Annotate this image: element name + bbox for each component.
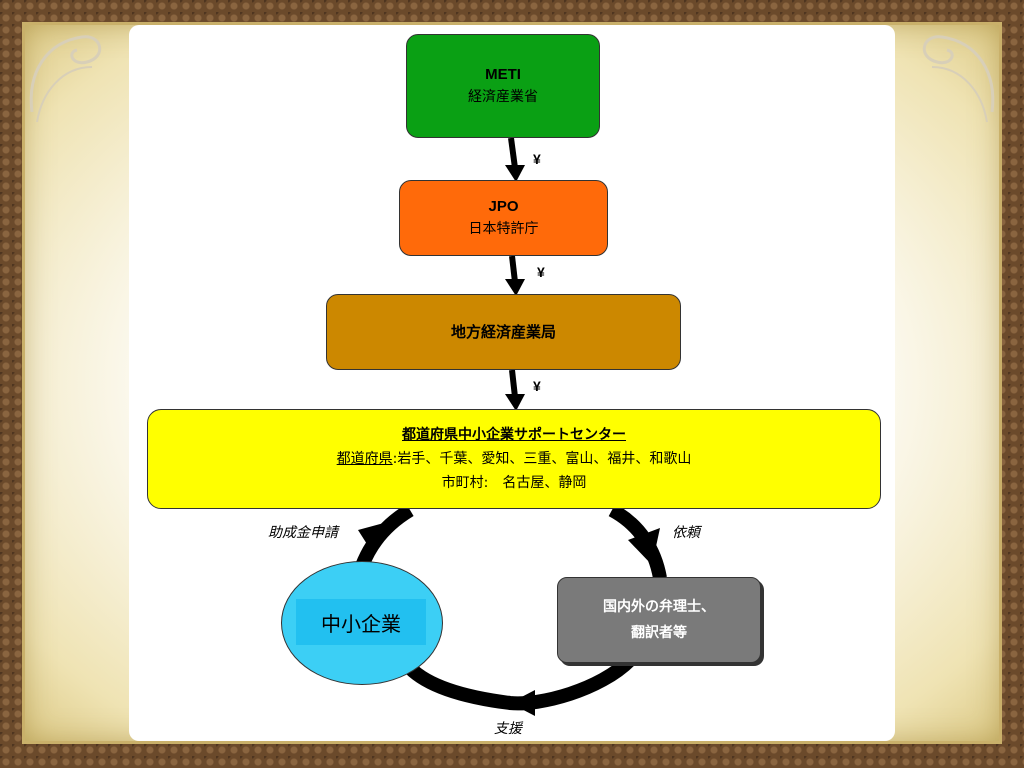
flourish-ornament-right [922,35,995,123]
meti-box: METI 経済産業省 [406,34,600,138]
regional-bureau-label: 地方経済産業局 [450,323,556,341]
city-line: 市町村: 名古屋、静岡 [441,475,587,491]
cycle-arrow-request [608,503,667,580]
cycle-arrow-apply [355,503,414,569]
caption-request: 依頼 [672,525,700,541]
caption-support: 支援 [494,721,522,737]
prefecture-label: 都道府県 [336,451,393,467]
experts-line1: 国内外の弁理士、 [603,599,715,615]
regional-bureau-box: 地方経済産業局 [326,294,681,370]
arrow-jpo-to-bureau [505,255,525,296]
meti-name: METI [485,66,521,83]
jpo-name: JPO [488,198,519,215]
jpo-box: JPO 日本特許庁 [399,180,608,256]
arrow-meti-to-jpo [505,137,525,182]
meti-label: 経済産業省 [468,89,538,105]
yen-symbol-1: ¥ [533,151,541,167]
caption-apply: 助成金申請 [268,525,338,541]
experts-line2: 翻訳者等 [631,625,687,641]
experts-box: 国内外の弁理士、 翻訳者等 [557,577,761,663]
jpo-label: 日本特許庁 [468,221,539,237]
arrow-bureau-to-center [505,369,525,411]
prefecture-list: :岩手、千葉、愛知、三重、富山、福井、和歌山 [392,451,692,467]
prefecture-line: 都道府県:岩手、千葉、愛知、三重、富山、福井、和歌山 [337,447,692,471]
sme-label: 中小企業 [296,599,426,645]
yen-symbol-2: ¥ [537,264,545,280]
yen-symbol-3: ¥ [533,378,541,394]
cycle-arrow-support [405,654,635,716]
support-center-title: 都道府県中小企業サポートセンター [402,427,626,443]
support-center-box: 都道府県中小企業サポートセンター 都道府県:岩手、千葉、愛知、三重、富山、福井、… [147,409,881,509]
flourish-ornament-left [29,35,102,123]
